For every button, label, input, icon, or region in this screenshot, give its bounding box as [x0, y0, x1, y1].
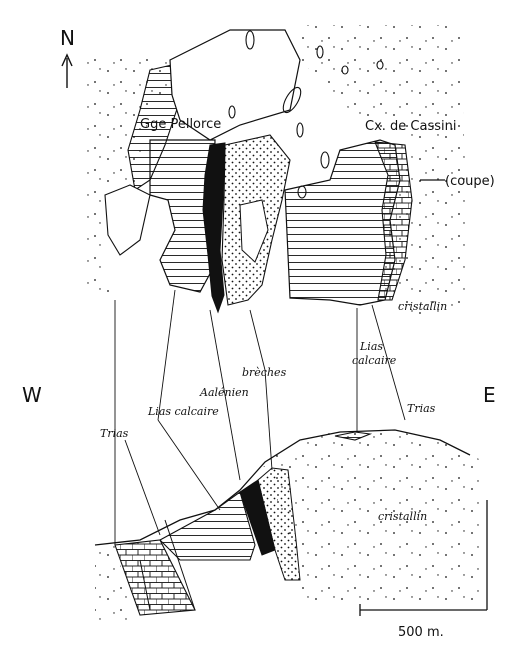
breches-label: brèches	[242, 366, 287, 379]
cristallin-map-label: cristallin	[398, 300, 447, 313]
scale-label: 500 m.	[398, 625, 444, 640]
section-trias-east	[334, 431, 373, 441]
trias-east-label: Trias	[407, 402, 436, 415]
gorge-pellorce-label: Gge Pellorce	[140, 117, 221, 132]
lias-east-label-1: Lias	[359, 340, 383, 353]
trias-west-label: Trias	[100, 427, 129, 440]
north-arrow-icon	[61, 53, 73, 88]
west-label: W	[22, 383, 42, 407]
cristallin-right-area	[300, 25, 470, 320]
section-lias-calcaire	[159, 491, 256, 561]
lens-in-breches	[239, 199, 269, 263]
section-crystalline-west	[95, 545, 135, 620]
scale-bar-icon	[359, 500, 488, 616]
section-fault-lines	[139, 519, 196, 611]
north-label: N	[60, 26, 75, 50]
col-cassini-label: Cx. de Cassini	[365, 119, 456, 134]
east-label: E	[483, 383, 496, 407]
map-view: N (coupe) Gge Pellorce Cx. de Cassini cr…	[60, 25, 495, 320]
section-profile-line	[94, 429, 471, 546]
small-lenses	[228, 30, 384, 199]
section-breches	[257, 467, 301, 581]
lias-east-label-2: calcaire	[352, 354, 397, 367]
lias-calcaire-west-label: Lias calcaire	[147, 405, 219, 418]
trias-strip-east	[374, 141, 413, 301]
valley-branch	[104, 184, 151, 256]
aalenien-label: Aalénien	[199, 386, 249, 399]
correlation-lines	[114, 289, 406, 545]
cristallin-section-label: cristallin	[378, 510, 427, 523]
coupe-label: (coupe)	[445, 174, 495, 189]
aalenien-band-map	[202, 142, 226, 314]
cross-section: Trias Lias calcaire Aalénien brèches Lia…	[22, 340, 496, 640]
section-crystalline-east	[260, 430, 480, 600]
valley-outline	[169, 29, 301, 141]
